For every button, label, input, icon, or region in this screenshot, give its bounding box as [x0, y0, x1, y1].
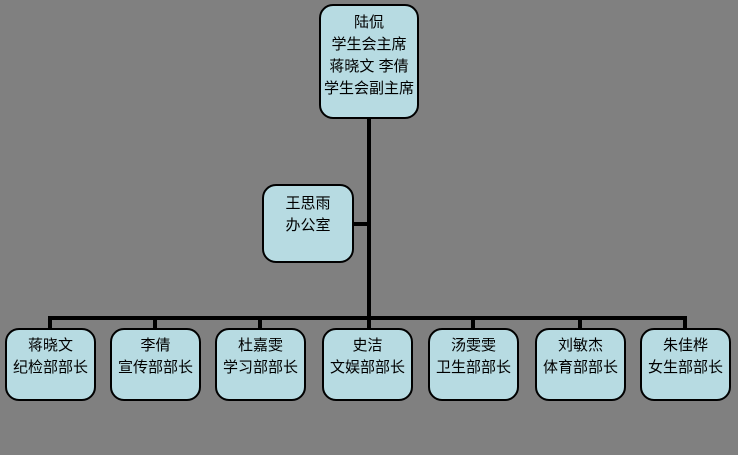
connector-stub-dept-1	[48, 316, 52, 329]
office-title: 办公室	[285, 217, 331, 234]
dept-title: 女生部部长	[647, 359, 723, 376]
dept-title: 纪检部部长	[12, 359, 88, 376]
dept-head-name: 刘敏杰	[557, 337, 603, 354]
connector-stub-dept-6	[578, 316, 582, 329]
dept-title: 体育部部长	[542, 359, 618, 376]
dept-title: 宣传部部长	[117, 359, 193, 376]
dept-title: 学习部部长	[222, 359, 298, 376]
org-node-dept-study[interactable]: 杜嘉雯 学习部部长	[215, 328, 306, 401]
connector-stub-dept-3	[258, 316, 262, 329]
dept-head-name: 朱佳桦	[662, 337, 708, 354]
org-node-dept-hygiene[interactable]: 汤雯雯 卫生部部长	[428, 328, 519, 401]
org-node-dept-discipline[interactable]: 蒋晓文 纪检部部长	[5, 328, 96, 401]
connector-office-branch	[352, 222, 369, 226]
connector-vertical-main	[367, 117, 371, 329]
dept-head-name: 汤雯雯	[450, 337, 496, 354]
org-node-dept-publicity[interactable]: 李倩 宣传部部长	[110, 328, 201, 401]
president-name: 陆侃	[353, 14, 384, 31]
connector-horizontal-main	[48, 316, 687, 320]
dept-head-name: 李倩	[140, 337, 171, 354]
connector-stub-dept-5	[471, 316, 475, 329]
office-name: 王思雨	[285, 195, 331, 212]
connector-stub-dept-7	[683, 316, 687, 329]
dept-title: 文娱部部长	[329, 359, 405, 376]
org-node-dept-girls[interactable]: 朱佳桦 女生部部长	[640, 328, 731, 401]
dept-head-name: 蒋晓文	[27, 337, 73, 354]
vice-president-title: 学生会副主席	[323, 80, 414, 97]
org-node-dept-recreation[interactable]: 史洁 文娱部部长	[322, 328, 413, 401]
dept-head-name: 史洁	[352, 337, 383, 354]
org-node-office[interactable]: 王思雨 办公室	[262, 184, 354, 263]
vice-president-names: 蒋晓文 李倩	[329, 58, 409, 75]
org-node-dept-sports[interactable]: 刘敏杰 体育部部长	[535, 328, 626, 401]
connector-stub-dept-2	[153, 316, 157, 329]
org-node-president[interactable]: 陆侃 学生会主席 蒋晓文 李倩 学生会副主席	[319, 4, 419, 119]
president-title: 学生会主席	[331, 36, 407, 53]
dept-title: 卫生部部长	[435, 359, 511, 376]
dept-head-name: 杜嘉雯	[237, 337, 283, 354]
